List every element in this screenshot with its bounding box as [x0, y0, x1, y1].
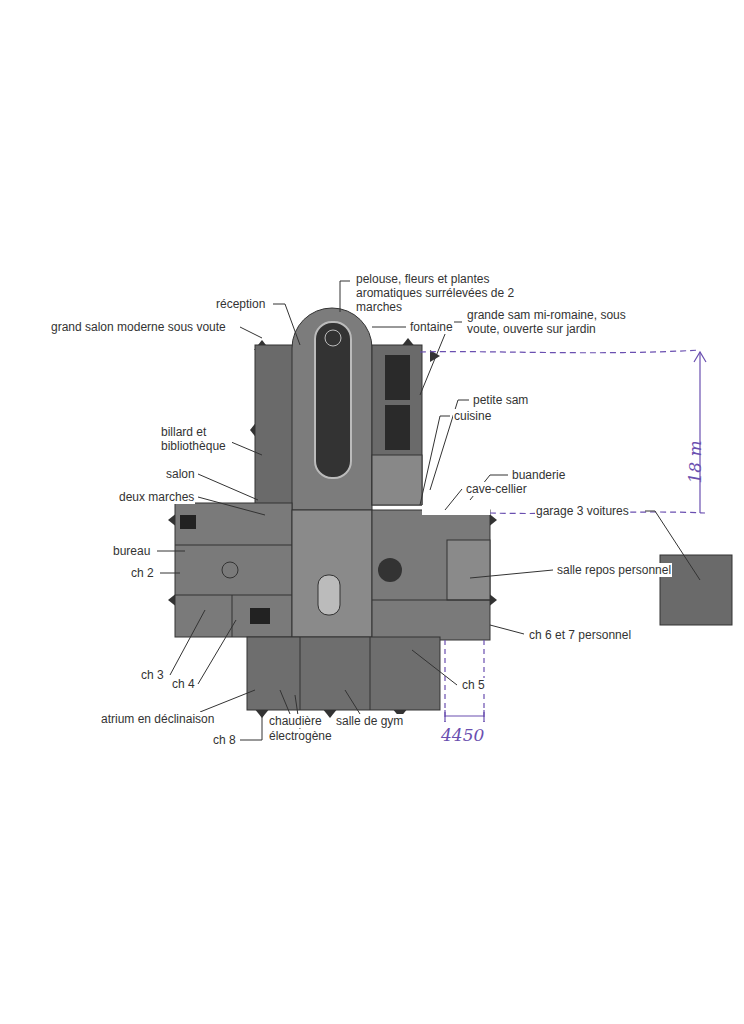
- room-label: garage 3 voitures: [535, 504, 630, 518]
- room-label: salle de gym: [335, 714, 404, 728]
- room-label: cuisine: [453, 409, 492, 423]
- room-label: grand salon moderne sous voute: [50, 320, 227, 334]
- room-label: billard et bibliothèque: [160, 425, 232, 453]
- room-label: salle repos personnel: [556, 563, 672, 577]
- room-label: ch 8: [212, 733, 237, 747]
- room-label: ch 3: [140, 668, 165, 682]
- dimension-text: 4450: [440, 728, 485, 742]
- room-label: petite sam: [472, 393, 529, 407]
- room-label: électrogène: [268, 729, 333, 743]
- room-label: ch 4: [171, 677, 196, 691]
- room-label: buanderie: [511, 468, 566, 482]
- room-label: ch 2: [130, 566, 155, 580]
- room-label: atrium en déclinaison: [100, 712, 215, 726]
- room-label: grande sam mi-romaine, sous voute, ouver…: [466, 308, 648, 336]
- room-label: fontaine: [409, 320, 454, 334]
- room-label: ch 5: [461, 678, 486, 692]
- room-label: chaudière: [268, 714, 323, 728]
- room-label: ch 6 et 7 personnel: [528, 628, 632, 642]
- room-label: réception: [215, 297, 266, 311]
- room-label: bureau: [112, 544, 151, 558]
- room-label: cave-cellier: [465, 482, 528, 496]
- room-label: salon: [165, 467, 196, 481]
- room-label: deux marches: [118, 490, 195, 504]
- dimension-text: 18 m: [688, 439, 702, 484]
